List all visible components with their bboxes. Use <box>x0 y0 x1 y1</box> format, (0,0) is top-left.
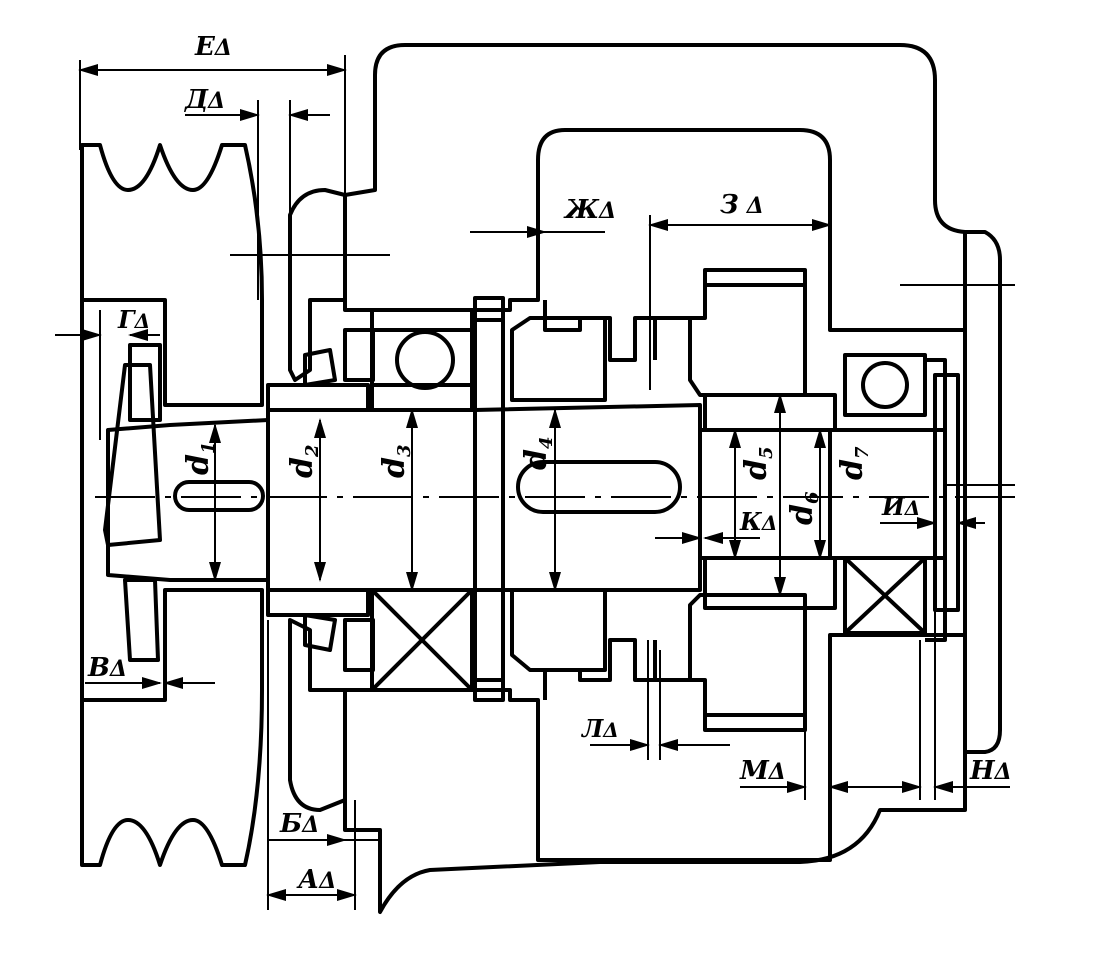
label-I: ИΔ <box>881 492 920 521</box>
label-B: БΔ <box>279 809 319 839</box>
label-G: ГΔ <box>117 305 150 334</box>
label-d1: d1 <box>181 441 219 475</box>
label-d5: d5 <box>739 446 777 480</box>
label-V: ВΔ <box>87 653 127 683</box>
label-A: АΔ <box>296 865 336 895</box>
pulley <box>80 143 264 867</box>
retaining-ring <box>473 296 505 702</box>
label-d6: d6 <box>785 491 823 525</box>
gear-hub <box>510 300 690 700</box>
label-K: КΔ <box>739 507 777 536</box>
keyway-right <box>516 460 682 514</box>
label-d3: d3 <box>377 444 415 478</box>
label-E: ЕΔ <box>194 32 232 62</box>
diameter-labels: d1 d2 d3 d4 d5 d6 d7 <box>181 436 873 525</box>
label-D: ДΔ <box>183 85 225 115</box>
label-N: НΔ <box>969 756 1012 786</box>
label-d7: d7 <box>835 446 873 480</box>
end-cover <box>933 230 1002 754</box>
label-d2: d2 <box>285 444 323 478</box>
housing <box>343 43 967 914</box>
seal-cover <box>266 188 370 812</box>
label-M: МΔ <box>739 756 786 786</box>
dimension-lines <box>55 55 1015 910</box>
label-d4: d4 <box>519 436 557 470</box>
gear-right <box>688 268 837 732</box>
sprocket-hub <box>103 343 162 662</box>
label-ZH: ЖΔ <box>563 195 616 225</box>
label-L: ЛΔ <box>580 714 619 743</box>
bearing-left <box>343 308 474 692</box>
